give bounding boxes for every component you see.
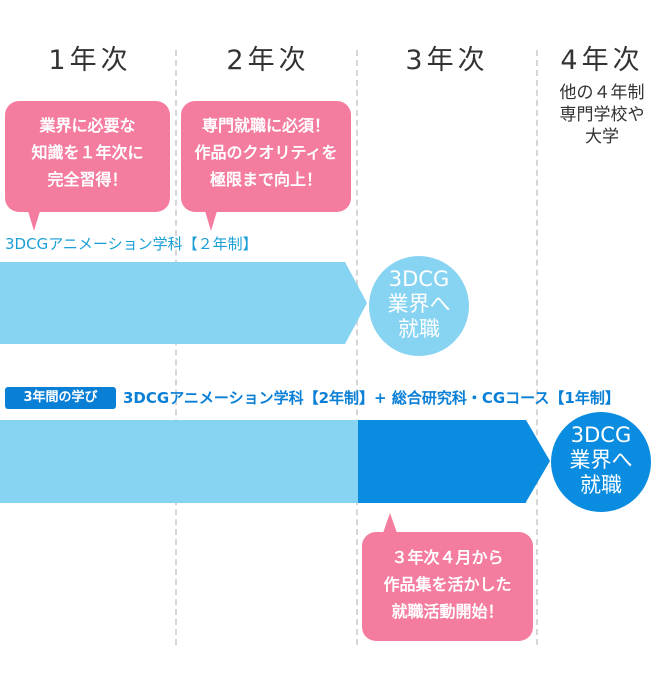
course-2-label: 3DCGアニメーション学科【2年制】+ 総合研究科・CGコース【1年制】 bbox=[123, 389, 620, 407]
callout-pointer bbox=[28, 211, 40, 231]
course-1-goal-circle: 3DCG 業界へ 就職 bbox=[369, 256, 469, 356]
year-4-note-line: 大学 bbox=[585, 127, 619, 147]
goal-line: 3DCG bbox=[388, 267, 450, 291]
year-4-header: 4年次 bbox=[560, 45, 644, 76]
year-4-note: 他の４年制 専門学校や 大学 bbox=[540, 82, 664, 148]
callout-line: 作品集を活かした bbox=[383, 575, 512, 594]
column-divider-3 bbox=[536, 50, 538, 645]
callout-line: 業界に必要な bbox=[39, 116, 136, 135]
three-year-badge: 3年間の学び bbox=[5, 387, 116, 409]
callout-line: ３年次４月から bbox=[391, 548, 504, 567]
course-2-bar-light bbox=[0, 420, 358, 503]
course-1-bar bbox=[0, 262, 345, 344]
year-2-callout: 専門就職に必須！ 作品のクオリティを 極限まで向上！ bbox=[181, 101, 351, 231]
course-1-arrowhead bbox=[345, 262, 367, 344]
year-2-header: 2年次 bbox=[226, 45, 310, 76]
goal-line: 業界へ bbox=[387, 292, 451, 316]
year-4-note-line: 専門学校や bbox=[559, 105, 645, 125]
year-1-callout: 業界に必要な 知識を１年次に 完全習得！ bbox=[5, 101, 170, 231]
year-4-note-line: 他の４年制 bbox=[559, 83, 645, 103]
course-1-label: 3DCGアニメーション学科【２年制】 bbox=[5, 235, 258, 253]
course-2-goal-circle: 3DCG 業界へ 就職 bbox=[551, 412, 651, 512]
callout-line: 完全習得！ bbox=[47, 170, 128, 189]
callout-pointer bbox=[383, 513, 397, 533]
callout-line: 作品のクオリティを bbox=[194, 143, 338, 162]
goal-line: 就職 bbox=[398, 317, 440, 341]
year-3-callout: ３年次４月から 作品集を活かした 就職活動開始！ bbox=[362, 513, 533, 641]
callout-line: 就職活動開始！ bbox=[391, 602, 504, 621]
goal-line: 就職 bbox=[580, 473, 622, 497]
column-divider-2 bbox=[356, 50, 358, 645]
callout-line: 極限まで向上！ bbox=[209, 170, 322, 189]
course-2-bar-dark bbox=[358, 420, 526, 503]
goal-line: 3DCG bbox=[570, 423, 632, 447]
course-2-arrowhead bbox=[526, 420, 550, 502]
year-1-header: 1年次 bbox=[48, 45, 132, 76]
callout-line: 知識を１年次に bbox=[31, 143, 144, 162]
callout-pointer bbox=[205, 211, 217, 231]
column-divider-1 bbox=[175, 50, 177, 645]
callout-line: 専門就職に必須！ bbox=[201, 116, 330, 135]
year-3-header: 3年次 bbox=[405, 45, 489, 76]
goal-line: 業界へ bbox=[569, 448, 633, 472]
